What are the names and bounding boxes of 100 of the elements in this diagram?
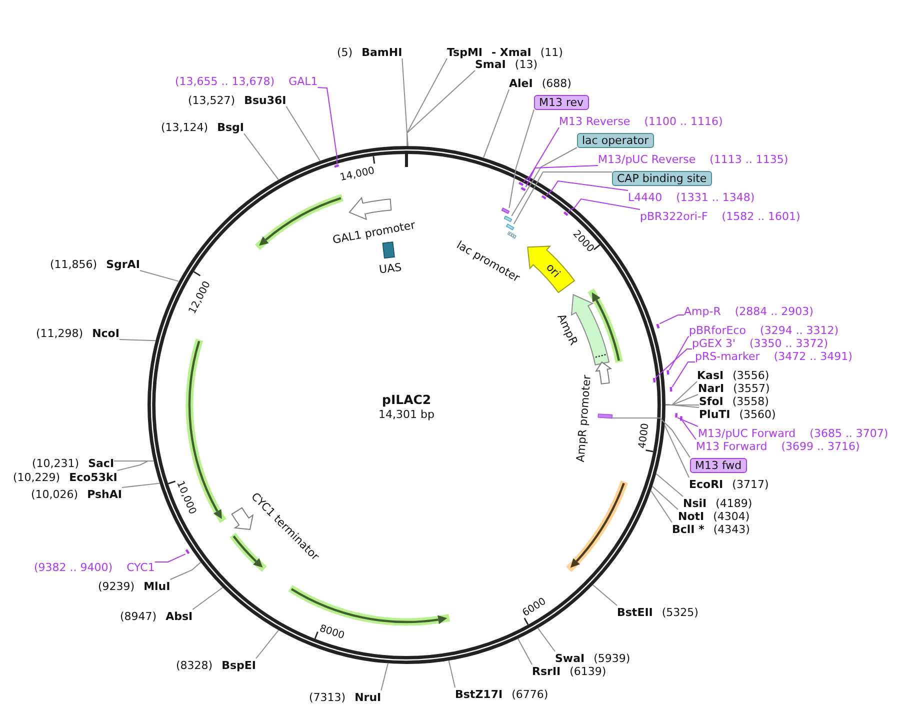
enzyme-name: AleI — [509, 76, 533, 90]
enzyme-name: NotI — [678, 510, 704, 522]
feature-label: ori — [544, 260, 563, 280]
primer-name: M13/pUC Reverse — [598, 152, 696, 166]
leader-line — [243, 133, 280, 180]
primer-name: M13 Reverse — [559, 114, 630, 128]
enzyme-name: TspMI — [447, 46, 483, 58]
leader-line — [537, 628, 556, 652]
primer-range: (2884 .. 2903) — [734, 304, 814, 318]
primer-site-mark — [680, 416, 682, 421]
leader-line — [121, 482, 160, 488]
feature-label: AmpR promoter — [573, 374, 593, 462]
primer-range: (1582 .. 1601) — [722, 210, 800, 222]
leader-line — [523, 127, 560, 182]
leader-line — [568, 198, 640, 212]
site-position: (3558) — [732, 394, 769, 408]
primer-name: Amp-R — [684, 304, 721, 318]
enzyme-name: EcoRI — [689, 478, 724, 490]
site-position: (6139) — [570, 664, 606, 678]
enzyme-name: PluTI — [699, 408, 730, 420]
feature-label: GAL1 promoter — [332, 218, 417, 246]
leader-line — [665, 404, 700, 408]
primer-name: GAL1 — [288, 74, 318, 88]
primer-site-mark — [652, 378, 656, 383]
leader-line — [116, 460, 154, 471]
leader-line — [170, 562, 202, 580]
orf-arc — [288, 584, 450, 626]
site-position: (4343) — [713, 522, 750, 536]
leader-line — [592, 584, 618, 606]
leader-line — [508, 109, 534, 208]
primer-name: M13 Forward — [696, 440, 768, 452]
enzyme-name: NsiI — [683, 496, 707, 510]
enzyme-name: SmaI — [475, 58, 506, 70]
site-position: (5) — [337, 46, 353, 58]
leader-line — [154, 554, 186, 562]
leader-line — [402, 58, 408, 146]
primer-range: (3294 .. 3312) — [760, 324, 839, 336]
leader-line — [677, 417, 698, 427]
site-position: (688) — [542, 76, 572, 90]
leader-line — [483, 89, 510, 158]
feature-tag: lac operator — [577, 132, 654, 148]
primer-site-mark — [563, 211, 568, 216]
primer-range: (3699 .. 3716) — [781, 440, 860, 452]
feature-bar — [501, 208, 510, 214]
enzyme-name: SwaI — [555, 652, 585, 664]
leader-line — [192, 587, 224, 610]
leader-line — [525, 165, 598, 188]
primer-range: (1100 .. 1116) — [644, 114, 723, 128]
primer-name: pGEX 3' — [692, 336, 736, 350]
site-position: (7313) — [309, 690, 346, 704]
site-position: (3557) — [733, 382, 770, 394]
primer-site-mark — [670, 386, 672, 392]
orf-arc — [566, 480, 628, 572]
plasmid-name: pILAC2 — [382, 393, 432, 407]
site-position: (4304) — [713, 510, 750, 522]
coordinate-label: 14,000 — [338, 166, 376, 185]
primer-range: (3350 .. 3372) — [750, 336, 828, 350]
enzyme-name: BclI * — [672, 522, 704, 536]
primer-range: (3685 .. 3707) — [810, 426, 888, 440]
primer-name: pBR322ori-F — [640, 210, 708, 222]
leader-line — [406, 58, 448, 146]
leader-line — [118, 339, 156, 342]
site-position: (4189) — [716, 496, 752, 510]
enzyme-name: KasI — [697, 368, 724, 382]
feature-bar — [598, 414, 613, 419]
leader-line — [380, 662, 388, 691]
site-position: (5939) — [594, 652, 630, 664]
leader-line — [650, 490, 672, 523]
leader-line — [518, 638, 532, 665]
primer-site-mark — [520, 187, 526, 192]
leader-line — [546, 180, 628, 196]
enzyme-name: PshAI — [87, 488, 122, 500]
enzyme-name: NruI — [354, 690, 382, 704]
leader-line — [652, 486, 678, 510]
feature-label: UAS — [378, 260, 403, 276]
primer-name: pBRforEco — [689, 324, 746, 336]
feature-bar — [506, 224, 514, 230]
primer-range: (1331 .. 1348) — [676, 190, 755, 204]
primer-range: (13,655 .. 13,678) — [175, 74, 275, 88]
leader-line — [659, 314, 684, 324]
leader-line — [612, 418, 690, 458]
enzyme-name: - XmaI — [492, 46, 532, 58]
coordinate-label: 4000 — [637, 422, 652, 450]
leader-line — [682, 420, 696, 440]
site-position: (8947) — [120, 610, 157, 622]
leader-line — [406, 70, 476, 146]
enzyme-name: BsgI — [217, 120, 244, 134]
leader-line — [139, 270, 179, 282]
primer-name: M13/pUC Forward — [698, 426, 796, 440]
site-position: (11,298) — [36, 326, 84, 340]
enzyme-name: BamHI — [362, 46, 402, 58]
site-position: (10,026) — [31, 488, 78, 500]
site-position: (13,527) — [188, 94, 236, 106]
primer-site-mark — [518, 182, 524, 186]
feature-bar — [504, 216, 512, 222]
leader-line — [256, 630, 280, 659]
primer-site-mark — [656, 324, 660, 329]
primer-site-mark — [334, 164, 340, 168]
leader-line — [656, 473, 684, 497]
primer-name: pRS-marker — [695, 350, 760, 362]
